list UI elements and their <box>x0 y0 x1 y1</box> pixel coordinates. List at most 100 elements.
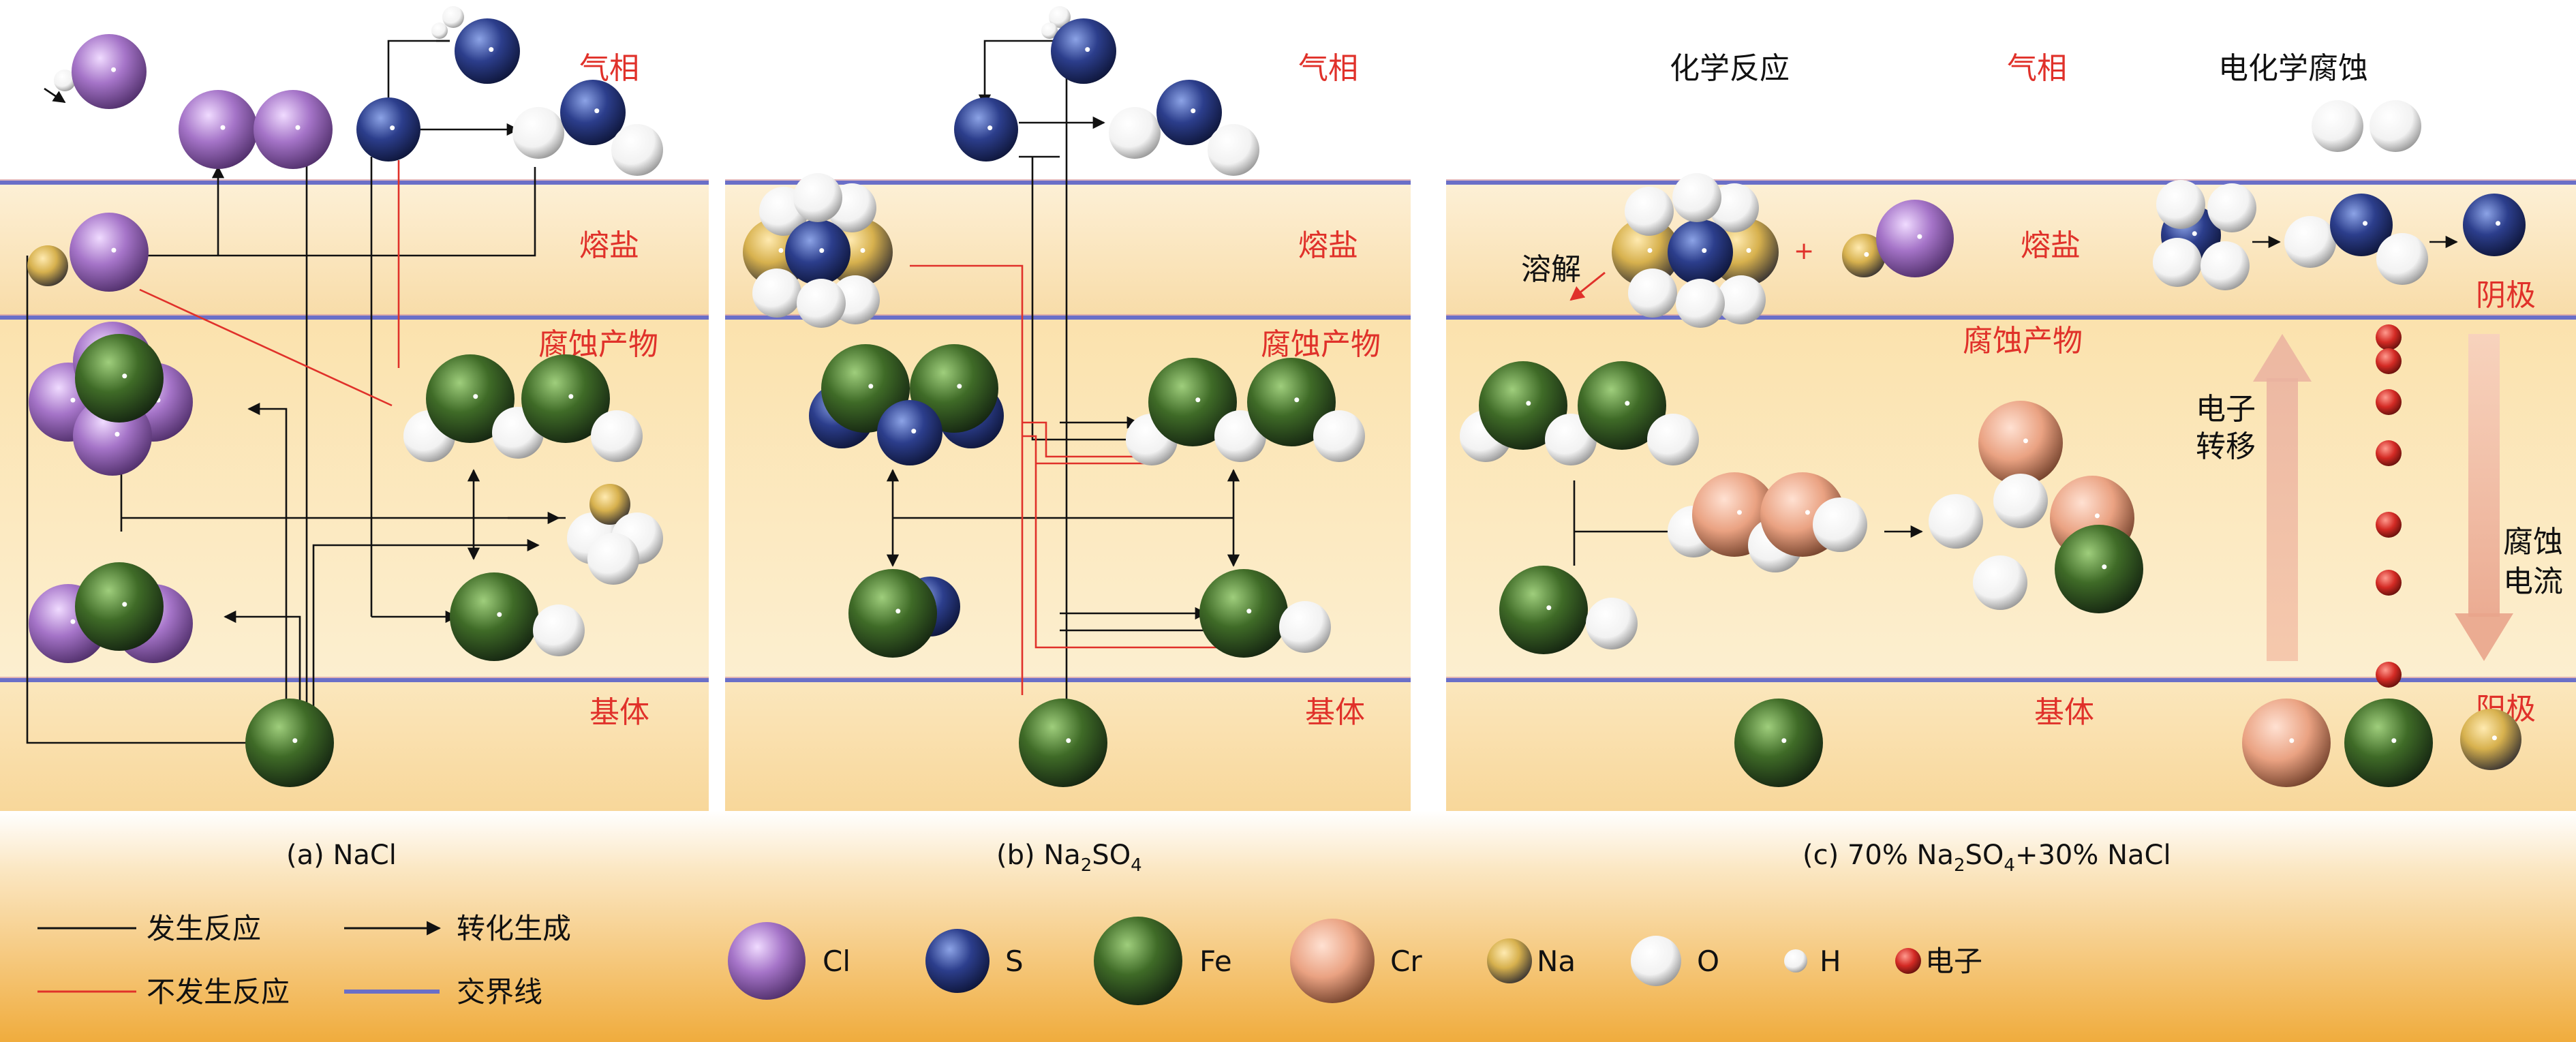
atom-highlight <box>111 67 117 72</box>
atom-highlight <box>122 373 127 379</box>
plus-sign: + <box>1794 237 1814 265</box>
electron <box>2376 570 2402 596</box>
electron <box>2376 512 2402 538</box>
o-atom <box>1973 555 2027 610</box>
atoms-layer <box>27 6 2526 787</box>
atom-highlight <box>868 384 874 389</box>
corrosion-current-arrow <box>2455 334 2513 661</box>
atom-highlight <box>2289 738 2295 744</box>
atom-highlight <box>497 612 502 617</box>
panel-b-salt-label: 熔盐 <box>1298 228 1358 263</box>
s-atom <box>1668 219 1733 285</box>
atom-highlight <box>292 738 298 744</box>
legend-cr-label: Cr <box>1390 945 1422 978</box>
electron-transfer-arrow <box>2253 334 2312 661</box>
fe-atom <box>1578 361 1666 450</box>
line-na-to-fe <box>26 256 259 744</box>
o-atom <box>1628 269 1677 318</box>
atom-highlight <box>390 125 395 131</box>
panel-a-salt-label: 熔盐 <box>579 228 639 263</box>
fe-atom <box>848 569 937 658</box>
o-atom <box>1672 173 1721 222</box>
atom-highlight <box>111 247 117 253</box>
atom-highlight <box>220 125 226 130</box>
corrosion-current-label-2: 电流 <box>2503 564 2563 599</box>
o-atom <box>1647 414 1699 465</box>
atom-highlight <box>1195 397 1201 403</box>
line-salt-to-gas <box>109 167 536 257</box>
legend-s-label: S <box>1005 945 1024 978</box>
fe-atom <box>75 334 164 423</box>
atom-highlight <box>473 394 478 399</box>
cl-atom <box>70 213 149 292</box>
fe-atom <box>245 699 334 787</box>
s-atom <box>877 400 942 465</box>
electron <box>2376 389 2402 415</box>
s-atom <box>954 97 1018 162</box>
o-atom <box>2312 100 2363 152</box>
h-atom <box>1049 6 1071 28</box>
atom-highlight <box>70 397 76 403</box>
atom-highlight <box>1085 47 1090 52</box>
panel-b-reaction-lines <box>886 40 1240 709</box>
fe-atom <box>2055 525 2143 613</box>
panel-c-product-label: 腐蚀产物 <box>1963 324 2083 358</box>
electron-transfer-label-1: 电子 <box>2196 392 2256 427</box>
legend-boundary-label: 交界线 <box>457 975 542 1009</box>
atom-highlight <box>1647 248 1653 253</box>
captions: (a) NaCl (b) Na2SO4 (c) 70% Na2SO4+30% N… <box>286 840 2171 876</box>
legend-e-label: 电子 <box>1925 945 1982 978</box>
fe-atom <box>1479 361 1567 450</box>
electron <box>2376 324 2402 350</box>
atom-highlight <box>1917 234 1922 239</box>
fe-atom <box>1247 358 1336 446</box>
panel-c-gas-label: 气相 <box>2007 51 2067 86</box>
atom-highlight <box>2496 221 2501 226</box>
legend-cl-swatch <box>728 922 806 1000</box>
legend-e-swatch <box>1895 948 1921 974</box>
atom-highlight <box>819 248 825 254</box>
atom-highlight <box>1805 510 1810 515</box>
h-atom <box>54 70 76 91</box>
atom-highlight <box>1864 251 1869 257</box>
h-atom <box>431 22 448 39</box>
fe-atom <box>1734 699 1823 787</box>
o-atom <box>1717 275 1766 324</box>
atom-highlight <box>122 602 127 607</box>
o-atom <box>2284 216 2336 268</box>
arrow-to-fecl2 <box>224 610 301 736</box>
panel-a-nonreaction-lines <box>139 160 400 407</box>
o-atom <box>1710 183 1759 232</box>
s-atom <box>356 97 420 162</box>
boundary-lines <box>0 181 2576 682</box>
h-atom <box>442 6 464 28</box>
electron-transfer-label-2: 转移 <box>2196 429 2256 464</box>
o-atom <box>2201 241 2250 290</box>
dissolve-label: 溶解 <box>1521 252 1581 287</box>
cl-atom <box>72 34 147 109</box>
atom-highlight <box>594 108 600 114</box>
atom-highlight <box>1526 401 1531 406</box>
na-atom <box>1612 218 1680 286</box>
arrow-so2-to-s <box>382 40 450 114</box>
atom-highlight <box>1191 108 1196 114</box>
fe-atom <box>426 354 515 443</box>
s-atom <box>2463 194 2526 256</box>
o-atom <box>1676 279 1725 328</box>
arrow-cl-to-cl2 <box>44 87 66 104</box>
na-atom <box>1842 234 1886 277</box>
legend: 发生反应 转化生成 不发生反应 交界线 <box>37 912 571 1009</box>
legend-o-swatch <box>1631 936 1681 986</box>
o-atom <box>533 604 585 656</box>
atom-highlight <box>2391 738 2397 744</box>
panel-b-product-label: 腐蚀产物 <box>1261 327 1381 362</box>
legend-transform-label: 转化生成 <box>457 912 571 945</box>
o-atom <box>512 107 564 159</box>
atom-highlight <box>1546 605 1552 611</box>
legend-s-swatch <box>925 929 990 993</box>
arrow-to-nao-2 <box>312 538 540 736</box>
o-atom <box>1208 124 1259 176</box>
panel-c-black-labels: 化学反应 电化学腐蚀 溶解 电子 转移 腐蚀 电流 + <box>1521 51 2563 599</box>
legend-reaction-label: 发生反应 <box>147 912 261 945</box>
